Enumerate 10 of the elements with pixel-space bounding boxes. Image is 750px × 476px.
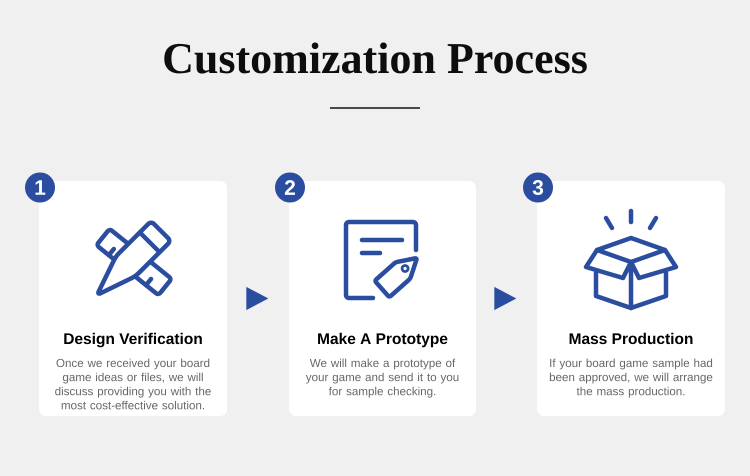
step-title: Make A Prototype bbox=[318, 332, 448, 348]
number-badge: 3 bbox=[523, 172, 553, 202]
step-title: Design Verification bbox=[64, 332, 202, 348]
number-badge: 1 bbox=[25, 172, 55, 202]
number-badge: 2 bbox=[275, 172, 305, 202]
step-title: Mass Production bbox=[570, 332, 692, 344]
step-description: Once we received your board game ideas or files, we will discuss providing you with the most cost-effective solution. bbox=[55, 358, 211, 410]
step-description: We will make a prototype of your game and send it to you for sample checking. bbox=[306, 358, 458, 398]
title: Customization Process bbox=[164, 42, 587, 74]
step-description: If your board game sample had been approved, we will arrange the mass production. bbox=[550, 358, 712, 398]
